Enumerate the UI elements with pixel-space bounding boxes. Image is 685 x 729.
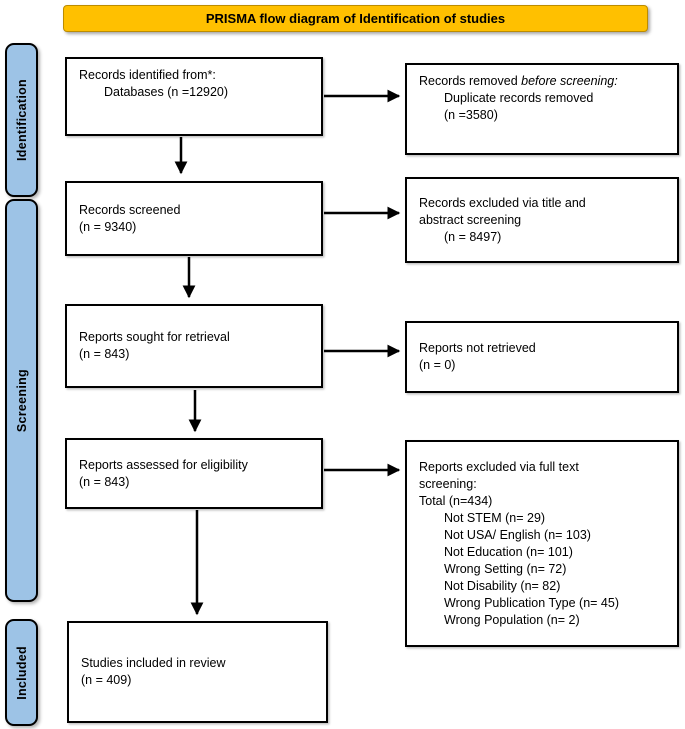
side-box-reports-excluded-fulltext: Reports excluded via full text screening:… <box>405 440 679 647</box>
stage-label-text: Screening <box>14 368 29 433</box>
box-text-line: abstract screening <box>419 212 522 227</box>
box-text-line: Not Education (n= 101) <box>444 544 573 559</box>
box-text-line: (n = 409) <box>81 673 132 687</box>
side-box-records-excluded-title-abstract: Records excluded via title and abstract s… <box>405 177 679 263</box>
box-text-line: Databases (n =12920) <box>104 85 229 99</box>
box-text-line: Wrong Publication Type (n= 45) <box>444 595 619 610</box>
flow-box-records-identified: Records identified from*: Databases (n =1… <box>65 57 323 136</box>
side-box-records-removed: Records removed before screening: Duplica… <box>405 63 679 155</box>
stage-label-text: Identification <box>14 79 29 161</box>
box-text-line: (n = 9340) <box>79 219 137 234</box>
box-text-line: (n = 843) <box>79 474 130 489</box>
box-text-line: (n = 0) <box>419 358 456 372</box>
box-text-line: Wrong Setting (n= 72) <box>444 561 567 576</box>
box-text-line: Duplicate records removed <box>444 91 594 105</box>
stage-label-included: Included <box>5 619 38 726</box>
box-text-line: (n = 843) <box>79 347 130 361</box>
diagram-title: PRISMA flow diagram of Identification of… <box>63 5 648 32</box>
box-text-line: Not USA/ English (n= 103) <box>444 527 591 542</box>
box-text-line: Reports assessed for eligibility <box>79 457 248 472</box>
box-text-line: Records excluded via title and <box>419 195 586 210</box>
box-text-line: Wrong Population (n= 2) <box>444 612 580 627</box>
box-text-line: Not Disability (n= 82) <box>444 578 561 593</box>
flow-box-reports-assessed: Reports assessed for eligibility (n = 843… <box>65 438 323 509</box>
box-text-line: Reports not retrieved <box>419 341 536 355</box>
stage-label-screening: Screening <box>5 199 38 602</box>
flow-box-studies-included: Studies included in review (n = 409) <box>67 621 328 723</box>
box-text-line: Records identified from*: <box>79 68 216 82</box>
box-text-line: screening: <box>419 476 477 491</box>
side-box-reports-not-retrieved: Reports not retrieved (n = 0) <box>405 321 679 393</box>
box-text-line: Reports excluded via full text <box>419 459 579 474</box>
flow-box-records-screened: Records screened (n = 9340) <box>65 181 323 256</box>
stage-label-identification: Identification <box>5 43 38 197</box>
box-text-line: Records screened <box>79 202 181 217</box>
flow-box-reports-sought: Reports sought for retrieval (n = 843) <box>65 304 323 388</box>
stage-label-text: Included <box>14 645 29 700</box>
box-text-line: (n = 8497) <box>444 229 502 244</box>
box-text-line: Not STEM (n= 29) <box>444 510 546 525</box>
box-text-line: Total (n=434) <box>419 493 493 508</box>
box-text-line: Reports sought for retrieval <box>79 330 230 344</box>
box-text-line: (n =3580) <box>444 108 498 122</box>
box-text-line: Records removed before screening: <box>419 74 618 88</box>
box-text-line: Studies included in review <box>81 656 226 670</box>
